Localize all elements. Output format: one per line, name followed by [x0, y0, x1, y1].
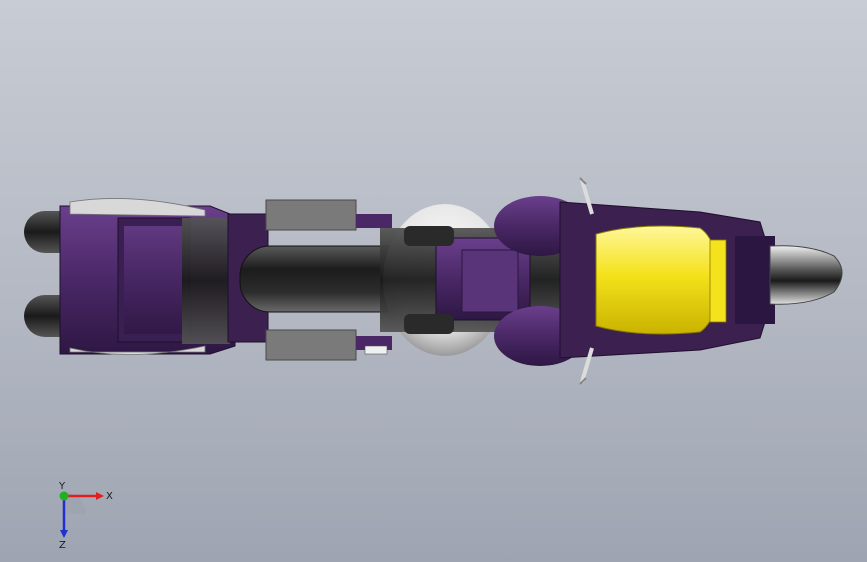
center-frame	[380, 226, 580, 334]
front-nose	[769, 245, 843, 305]
x-axis-label: X	[106, 491, 113, 502]
y-axis-dot-icon	[59, 491, 69, 501]
z-axis-arrow-icon	[60, 530, 68, 538]
fuel-tank	[595, 225, 719, 335]
orientation-triad[interactable]: X Y Z	[44, 480, 124, 550]
swingarm	[227, 199, 392, 361]
y-axis-label: Y	[58, 481, 66, 492]
tail-section	[59, 198, 236, 355]
x-axis-arrow-icon	[96, 492, 104, 500]
tank-stripe	[709, 239, 727, 323]
mirror-lower	[579, 347, 594, 385]
mirror-upper	[579, 177, 594, 215]
z-axis-label: Z	[59, 540, 66, 550]
